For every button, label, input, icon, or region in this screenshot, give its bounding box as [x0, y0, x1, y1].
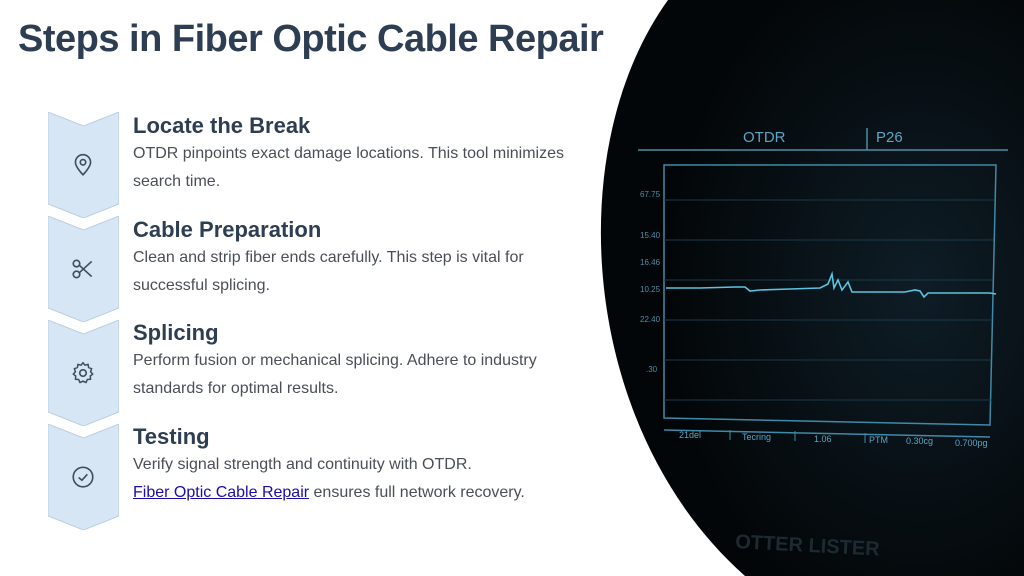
step-locate-the-break: Locate the Break OTDR pinpoints exact da… [133, 112, 593, 196]
step-heading: Locate the Break [133, 113, 311, 138]
step-description: Perform fusion or mechanical splicing. A… [133, 352, 537, 397]
y-tick-label: 10.25 [640, 285, 661, 294]
scissors-icon [72, 259, 93, 279]
x-tick-label: PTM [869, 435, 888, 445]
step-chevron [48, 320, 119, 426]
step-chevron [48, 424, 119, 530]
step-text-before: Verify signal strength and continuity wi… [133, 456, 472, 473]
screen-header-right: P26 [876, 129, 903, 146]
step-testing: Testing Verify signal strength and conti… [133, 423, 593, 507]
y-tick-label: 16.46 [640, 258, 661, 267]
x-tick-label: 0.700pg [955, 438, 988, 448]
step-cable-preparation: Cable Preparation Clean and strip fiber … [133, 216, 593, 300]
step-heading: Testing [133, 424, 210, 449]
step-heading: Splicing [133, 320, 219, 345]
x-tick-label: 21del [679, 430, 701, 440]
x-tick-label: 0.30cg [906, 436, 933, 446]
x-tick-label: Tecring [742, 432, 771, 442]
fiber-optic-repair-link[interactable]: Fiber Optic Cable Repair [133, 484, 310, 501]
x-tick-label: 1.06 [814, 434, 832, 444]
y-tick-label: 67.75 [640, 190, 661, 199]
y-tick-label: 22.40 [640, 315, 661, 324]
check-circle-icon [72, 466, 94, 488]
gear-icon [72, 361, 94, 384]
y-tick-label: 15.40 [640, 231, 661, 240]
screen-header-left: OTDR [743, 129, 786, 146]
y-tick-label: .30 [646, 365, 658, 374]
page-title: Steps in Fiber Optic Cable Repair [18, 18, 604, 60]
step-splicing: Splicing Perform fusion or mechanical sp… [133, 319, 593, 403]
step-description: Clean and strip fiber ends carefully. Th… [133, 249, 524, 294]
step-description: OTDR pinpoints exact damage locations. T… [133, 145, 564, 190]
step-text-after: ensures full network recovery. [313, 484, 525, 501]
step-description: Verify signal strength and continuity wi… [133, 451, 593, 507]
step-heading: Cable Preparation [133, 217, 322, 242]
map-pin-icon [74, 153, 92, 176]
